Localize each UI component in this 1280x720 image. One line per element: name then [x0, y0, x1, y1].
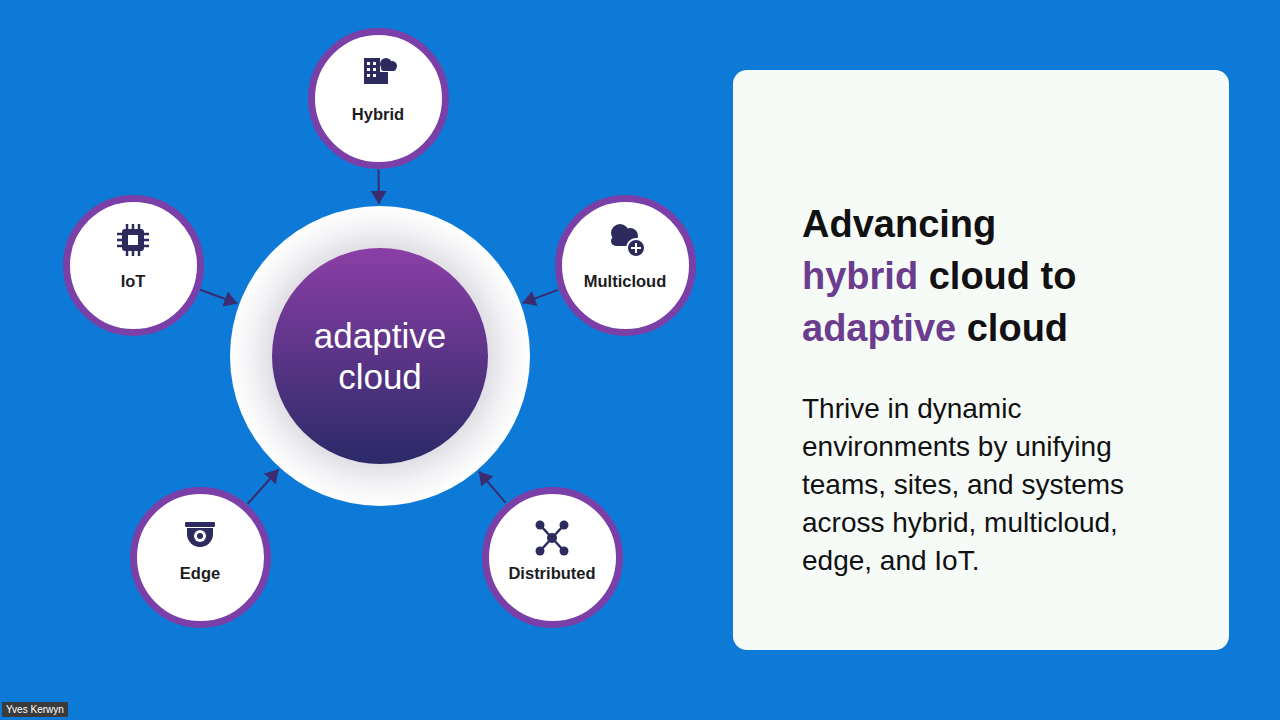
hub-ring — [230, 206, 530, 506]
hub-circle: adaptive cloud — [230, 206, 530, 506]
satellite-fill — [485, 490, 619, 624]
hub-disc — [272, 248, 488, 464]
panel-body: Thrive in dynamic environments by unifyi… — [802, 390, 1172, 580]
arrow-head — [222, 291, 237, 306]
building-cloud-icon — [364, 58, 397, 84]
heading-word: cloud — [929, 255, 1030, 297]
connector — [479, 471, 506, 502]
topic-label: Edge — [137, 564, 264, 583]
arrow-head — [371, 191, 387, 204]
heading-word: adaptive — [802, 307, 956, 349]
text-panel: Advancing hybrid cloud to adaptive cloud… — [733, 70, 1229, 650]
satellite-fill — [558, 198, 692, 332]
connector — [248, 469, 279, 504]
topic-circle: Distributed — [482, 487, 623, 628]
topic-circle: Hybrid — [308, 28, 449, 169]
topic-circle: IoT — [63, 195, 204, 336]
topic-label: Multicloud — [562, 272, 689, 291]
speaker-name: Yves Kerwyn — [2, 702, 68, 717]
arrow-head — [479, 471, 494, 486]
heading-word: to — [1041, 255, 1077, 297]
satellite-fill — [133, 490, 267, 624]
camera-icon — [185, 522, 215, 547]
heading-word: Advancing — [802, 203, 996, 245]
hub-label: adaptive cloud — [285, 315, 475, 397]
heading-word: cloud — [967, 307, 1068, 349]
network-icon — [536, 521, 569, 556]
arrow-head — [522, 291, 537, 306]
satellite-fill — [66, 198, 200, 332]
chip-icon — [117, 224, 149, 256]
topic-circle: Multicloud — [555, 195, 696, 336]
topic-label: IoT — [70, 272, 197, 291]
arrow-head — [264, 469, 279, 484]
topic-label: Hybrid — [315, 105, 442, 124]
satellite-fill — [311, 31, 445, 165]
cloud-plus-icon — [611, 224, 645, 257]
topic-label: Distributed — [489, 564, 616, 583]
topic-circle: Edge — [130, 487, 271, 628]
heading-word: hybrid — [802, 255, 918, 297]
panel-heading: Advancing hybrid cloud to adaptive cloud — [802, 198, 1209, 354]
